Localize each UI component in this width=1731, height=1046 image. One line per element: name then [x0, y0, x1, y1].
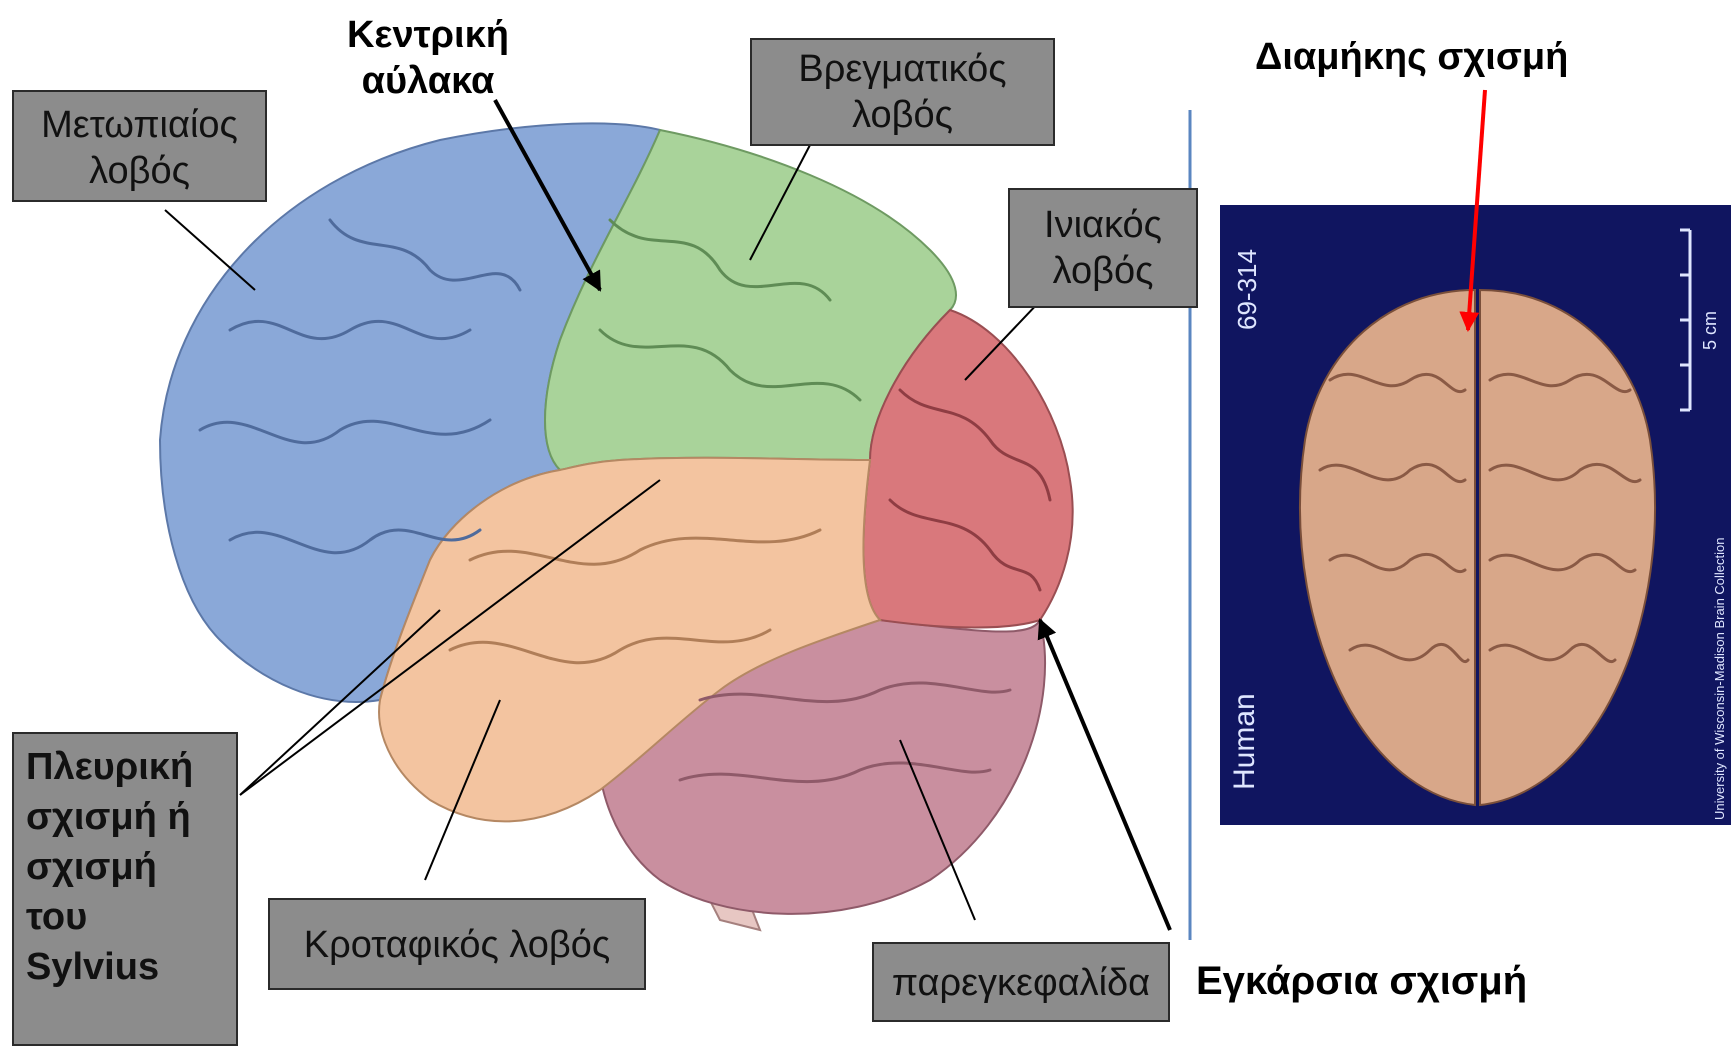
longitudinal-fissure-label: Διαμήκης σχισμή	[1255, 34, 1568, 80]
parietal-lobe-line-1: Βρεγματικός	[752, 46, 1053, 92]
occipital-lobe-line-2: λοβός	[1010, 248, 1196, 294]
lateral-fissure-line-5: Sylvius	[26, 942, 236, 992]
lateral-fissure-line-3: σχισμή	[26, 842, 236, 892]
transverse-fissure-label: Εγκάρσια σχισμή	[1196, 958, 1527, 1004]
cerebellum-label: παρεγκεφαλίδα	[872, 942, 1170, 1022]
photo-credit: University of Wisconsin-Madison Brain Co…	[1712, 538, 1727, 821]
frontal-lobe-line-2: λοβός	[14, 148, 265, 194]
temporal-lobe-text: Κροταφικός λοβός	[270, 922, 644, 968]
superior-view-photo	[1220, 205, 1731, 825]
central-sulcus-line-1: Κεντρική	[318, 12, 538, 58]
transverse-fissure-arrow	[1040, 620, 1170, 930]
central-sulcus-line-2: αύλακα	[318, 58, 538, 104]
parietal-lobe-label: Βρεγματικός λοβός	[750, 38, 1055, 146]
lateral-brain-view	[160, 123, 1073, 930]
frontal-lobe-label: Μετωπιαίος λοβός	[12, 90, 267, 202]
temporal-lobe-label: Κροταφικός λοβός	[268, 898, 646, 990]
species-label: Human	[1228, 693, 1262, 790]
lateral-fissure-line-2: σχισμή ή	[26, 792, 236, 842]
specimen-id: 69-314	[1232, 249, 1263, 330]
lateral-fissure-label: Πλευρική σχισμή ή σχισμή του Sylvius	[12, 732, 238, 1046]
lateral-fissure-line-4: του	[26, 892, 236, 942]
cerebellum-text: παρεγκεφαλίδα	[874, 960, 1168, 1006]
central-sulcus-label: Κεντρική αύλακα	[318, 12, 538, 104]
parietal-lobe-line-2: λοβός	[752, 92, 1053, 138]
occipital-lobe-label: Ινιακός λοβός	[1008, 188, 1198, 308]
lateral-fissure-line-1: Πλευρική	[26, 742, 236, 792]
occipital-lobe-line-1: Ινιακός	[1010, 202, 1196, 248]
frontal-lobe-line-1: Μετωπιαίος	[14, 102, 265, 148]
scale-label: 5 cm	[1700, 311, 1721, 350]
